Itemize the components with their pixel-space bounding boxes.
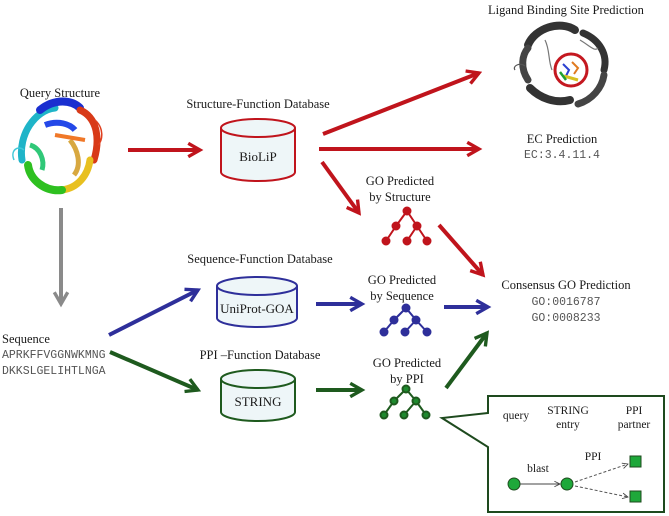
ligand-binding-protein-image	[513, 21, 609, 108]
go-structure-label-2: by Structure	[369, 190, 431, 204]
ppi-db-caption: PPI –Function Database	[200, 348, 321, 362]
inset-ppi-edge-2	[574, 485, 628, 497]
inset-query-label: query	[503, 410, 529, 422]
string-database-cylinder	[220, 369, 296, 422]
go-tree-sequence-icon	[379, 303, 432, 337]
biolip-label: BioLiP	[239, 149, 277, 164]
query-protein-structure-image	[12, 97, 104, 195]
go-ppi-label-1: GO Predicted	[373, 356, 442, 370]
structure-db-caption: Structure-Function Database	[186, 97, 330, 111]
consensus-go-term-1: GO:0016787	[531, 296, 600, 309]
inset-string-label-2: entry	[556, 419, 580, 431]
uniprot-database-cylinder	[216, 276, 298, 328]
ec-prediction-title: EC Prediction	[527, 132, 598, 146]
uniprot-label: UniProt-GOA	[220, 301, 294, 316]
ligand-prediction-title: Ligand Binding Site Prediction	[488, 3, 645, 17]
go-sequence-label-1: GO Predicted	[368, 273, 437, 287]
go-tree-structure-icon	[381, 206, 432, 246]
go-sequence-label-2: by Sequence	[370, 289, 434, 303]
consensus-go-term-2: GO:0008233	[531, 312, 600, 325]
inset-blast-edge-label: blast	[527, 463, 550, 475]
string-label: STRING	[235, 394, 282, 409]
arrow-sequence-to-uniprot	[108, 287, 202, 337]
inset-ppi-partner-node-2	[629, 490, 642, 503]
inset-ppi-partner-node-1	[629, 455, 642, 468]
query-structure-title: Query Structure	[20, 86, 101, 100]
arrow-go-ppi-to-consensus	[444, 330, 490, 390]
go-tree-ppi-icon	[379, 384, 431, 420]
inset-ppi-partner-label-2: partner	[618, 419, 651, 431]
consensus-title: Consensus GO Prediction	[501, 278, 631, 292]
sequence-label: Sequence	[2, 332, 50, 346]
sequence-db-caption: Sequence-Function Database	[187, 252, 333, 266]
biolip-database-cylinder	[220, 118, 296, 182]
inset-ppi-edge-1	[574, 464, 628, 483]
inset-string-label-1: STRING	[547, 405, 589, 417]
arrow-biolip-to-go-structure	[320, 160, 361, 216]
arrow-sequence-to-string	[109, 350, 202, 394]
go-ppi-label-2: by PPI	[390, 372, 424, 386]
ppi-inset-callout-box	[439, 395, 665, 513]
sequence-line-1: APRKFFVGGNWKMNG	[2, 349, 106, 362]
inset-string-entry-node	[560, 477, 574, 491]
arrow-biolip-to-ligand	[322, 69, 483, 136]
sequence-line-2: DKKSLGELIHTLNGA	[2, 365, 106, 378]
inset-query-node	[507, 477, 521, 491]
ec-number: EC:3.4.11.4	[524, 149, 600, 162]
arrow-go-structure-to-consensus	[437, 223, 486, 278]
go-structure-label-1: GO Predicted	[366, 174, 435, 188]
inset-ppi-partner-label-1: PPI	[626, 405, 643, 417]
inset-ppi-edge-label: PPI	[585, 451, 602, 463]
